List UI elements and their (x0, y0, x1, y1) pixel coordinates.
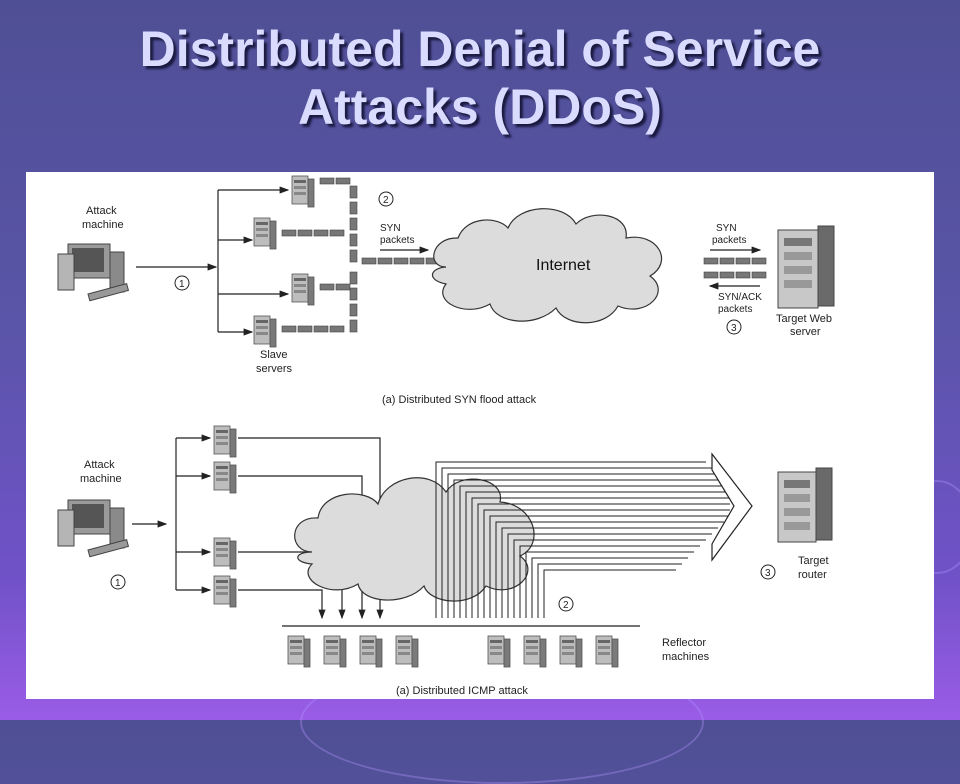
slave-server-icon-b (213, 575, 237, 608)
slave-server-icon (253, 315, 277, 348)
slave-server-icon (291, 175, 315, 208)
caption-b: (a) Distributed ICMP attack (396, 685, 528, 697)
reflector-server-icon (323, 635, 347, 668)
step2-badge-a (378, 191, 394, 207)
slave-server-icon-b (213, 461, 237, 494)
ddos-diagram: Attack machine 1 (57, 175, 835, 697)
attack-machine-label-b-2: machine (80, 473, 122, 485)
reflected-traffic-lines (435, 461, 730, 618)
syn-right-label-2: packets (712, 235, 746, 246)
target-router-icon (777, 467, 833, 543)
target-router-label: Target (798, 555, 829, 567)
slave-servers-label-2: servers (256, 363, 293, 375)
slave-server-icon (253, 217, 277, 250)
title-line-2: Attacks (DDoS) (298, 79, 662, 135)
step3-label-b: 3 (765, 568, 771, 579)
target-web-label-2: server (790, 326, 821, 338)
target-router-label-2: router (798, 569, 827, 581)
diagram-panel: Attack machine 1 (26, 172, 934, 699)
reflector-server-icon (287, 635, 311, 668)
caption-a: (a) Distributed SYN flood attack (382, 394, 537, 406)
reflector-server-icon (595, 635, 619, 668)
step1-badge-b (110, 574, 126, 590)
reflector-server-icon (559, 635, 583, 668)
internet-label: Internet (536, 257, 591, 274)
slave-server-icon-b (213, 425, 237, 458)
diagram-b: Attack machine 1 (57, 425, 833, 697)
step2-label-b: 2 (563, 600, 569, 611)
reflected-traffic-arrowhead (711, 452, 753, 562)
reflector-label: Reflector (662, 637, 706, 649)
packet-column-a (349, 185, 358, 333)
network-cloud-b (294, 477, 535, 602)
reflector-label-2: machines (662, 651, 710, 663)
step3-label-a: 3 (731, 323, 737, 334)
slave-server-icon (291, 273, 315, 306)
reflector-server-icon (487, 635, 511, 668)
step3-badge-b (760, 564, 776, 580)
attack-computer-icon-a (57, 243, 129, 302)
step3-badge-a (726, 319, 742, 335)
target-web-label: Target Web (776, 313, 832, 325)
synack-label: SYN/ACK (718, 292, 762, 303)
reflector-server-icon (523, 635, 547, 668)
syn-right-label: SYN (716, 223, 737, 234)
attack-machine-label-a: Attack (86, 205, 117, 217)
target-web-server-icon (777, 225, 835, 309)
synack-label-2: packets (718, 304, 752, 315)
diagram-a: Attack machine 1 (57, 175, 835, 406)
internet-cloud (431, 208, 663, 324)
step1-label-a: 1 (179, 279, 185, 290)
reflector-server-icon (395, 635, 419, 668)
attack-machine-label-b: Attack (84, 459, 115, 471)
step2-label-a: 2 (383, 195, 389, 206)
syn-packets-label-2: packets (380, 235, 414, 246)
attack-machine-label-a-2: machine (82, 219, 124, 231)
step2-badge-b (558, 596, 574, 612)
step1-label-b: 1 (115, 578, 121, 589)
title-line-1: Distributed Denial of Service (139, 21, 821, 77)
attack-computer-icon-b (57, 499, 129, 558)
step1-badge-a (174, 275, 190, 291)
syn-packets-label: SYN (380, 223, 401, 234)
slave-server-icon-b (213, 537, 237, 570)
slave-servers-label: Slave (260, 349, 288, 361)
reflector-server-icon (359, 635, 383, 668)
slide-title: Distributed Denial of Service Attacks (D… (0, 20, 960, 136)
